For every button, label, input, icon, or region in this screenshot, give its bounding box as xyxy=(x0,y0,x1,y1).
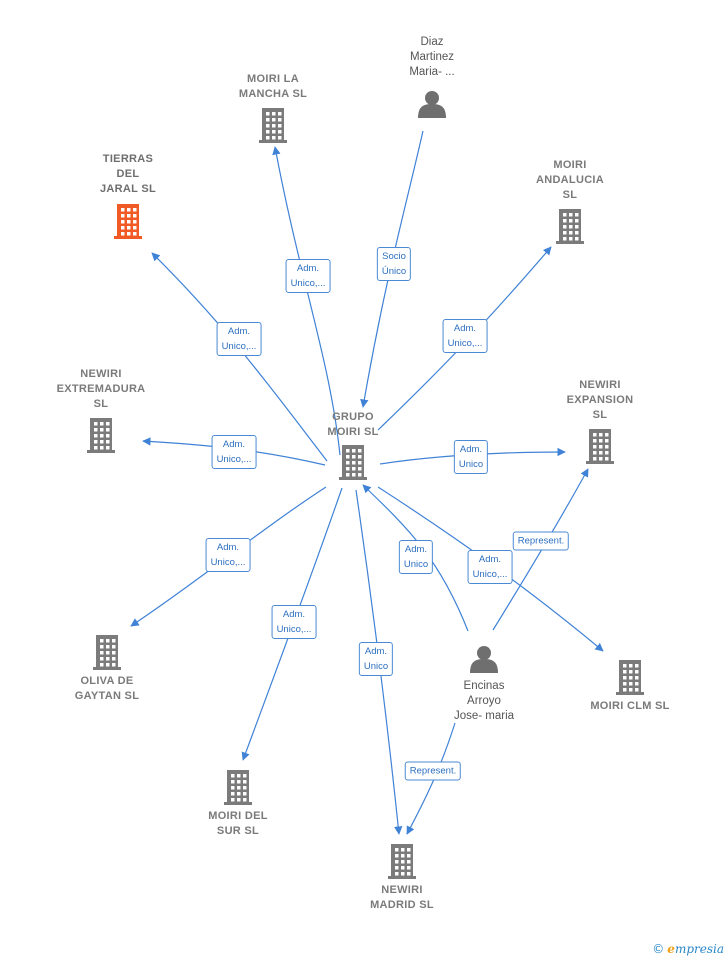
sur-label[interactable]: MOIRI DEL SUR SL xyxy=(208,810,268,837)
brand-name: mpresia xyxy=(674,942,724,956)
e-clm-label[interactable]: Adm. Unico,... xyxy=(467,550,513,584)
e-encinas-grupo-label[interactable]: Adm. Unico xyxy=(398,540,434,574)
mancha-building-icon[interactable] xyxy=(259,108,287,143)
tierras-label[interactable]: TIERRAS DEL JARAL SL xyxy=(100,153,156,195)
extremadura-label[interactable]: NEWIRI EXTREMADURA SL xyxy=(56,368,146,410)
oliva-label[interactable]: OLIVA DE GAYTAN SL xyxy=(74,675,140,702)
encinas-label[interactable]: Encinas Arroyo Jose- maria xyxy=(453,680,515,722)
grupo-label[interactable]: GRUPO MOIRI SL xyxy=(327,411,379,438)
empresia-logo[interactable]: ©empresia xyxy=(652,942,724,956)
e-extremadura-label[interactable]: Adm. Unico,... xyxy=(211,435,257,469)
andalucia-label[interactable]: MOIRI ANDALUCIA SL xyxy=(535,159,605,201)
e-mancha-label[interactable]: Adm. Unico,... xyxy=(285,259,331,293)
e-tierras-label[interactable]: Adm. Unico,... xyxy=(216,322,262,356)
e-encinas-expansion-label[interactable]: Represent. xyxy=(512,531,570,551)
e-tierras-line xyxy=(151,252,328,462)
grupo-building-icon[interactable] xyxy=(339,445,367,480)
madrid-label[interactable]: NEWIRI MADRID SL xyxy=(370,884,434,911)
e-mancha-line xyxy=(272,146,341,456)
andalucia-building-icon[interactable] xyxy=(556,209,584,244)
clm-label[interactable]: MOIRI CLM SL xyxy=(590,700,670,712)
oliva-building-icon[interactable] xyxy=(93,635,121,670)
e-oliva-label[interactable]: Adm. Unico,... xyxy=(205,538,251,572)
e-diaz-label[interactable]: Socio Único xyxy=(376,247,412,281)
madrid-building-icon[interactable] xyxy=(388,844,416,879)
encinas-person-icon[interactable] xyxy=(470,646,498,673)
e-encinas-madrid-line xyxy=(406,722,456,835)
brand-first-letter: e xyxy=(667,942,675,956)
e-expansion-label[interactable]: Adm. Unico xyxy=(453,440,489,474)
extremadura-building-icon[interactable] xyxy=(87,418,115,453)
expansion-building-icon[interactable] xyxy=(586,429,614,464)
diaz-label[interactable]: Diaz Martinez Maria- ... xyxy=(409,36,455,78)
sur-building-icon[interactable] xyxy=(224,770,252,805)
copyright-symbol: © xyxy=(652,942,665,956)
diaz-person-icon[interactable] xyxy=(418,91,446,118)
e-encinas-madrid-label[interactable]: Represent. xyxy=(404,761,462,781)
clm-building-icon[interactable] xyxy=(616,660,644,695)
e-andalucia-label[interactable]: Adm. Unico,... xyxy=(442,319,488,353)
e-madrid-label[interactable]: Adm. Unico xyxy=(358,642,394,676)
e-sur-label[interactable]: Adm. Unico,... xyxy=(271,605,317,639)
mancha-label[interactable]: MOIRI LA MANCHA SL xyxy=(238,73,308,100)
expansion-label[interactable]: NEWIRI EXPANSION SL xyxy=(566,379,634,421)
tierras-building-icon[interactable] xyxy=(114,204,142,239)
